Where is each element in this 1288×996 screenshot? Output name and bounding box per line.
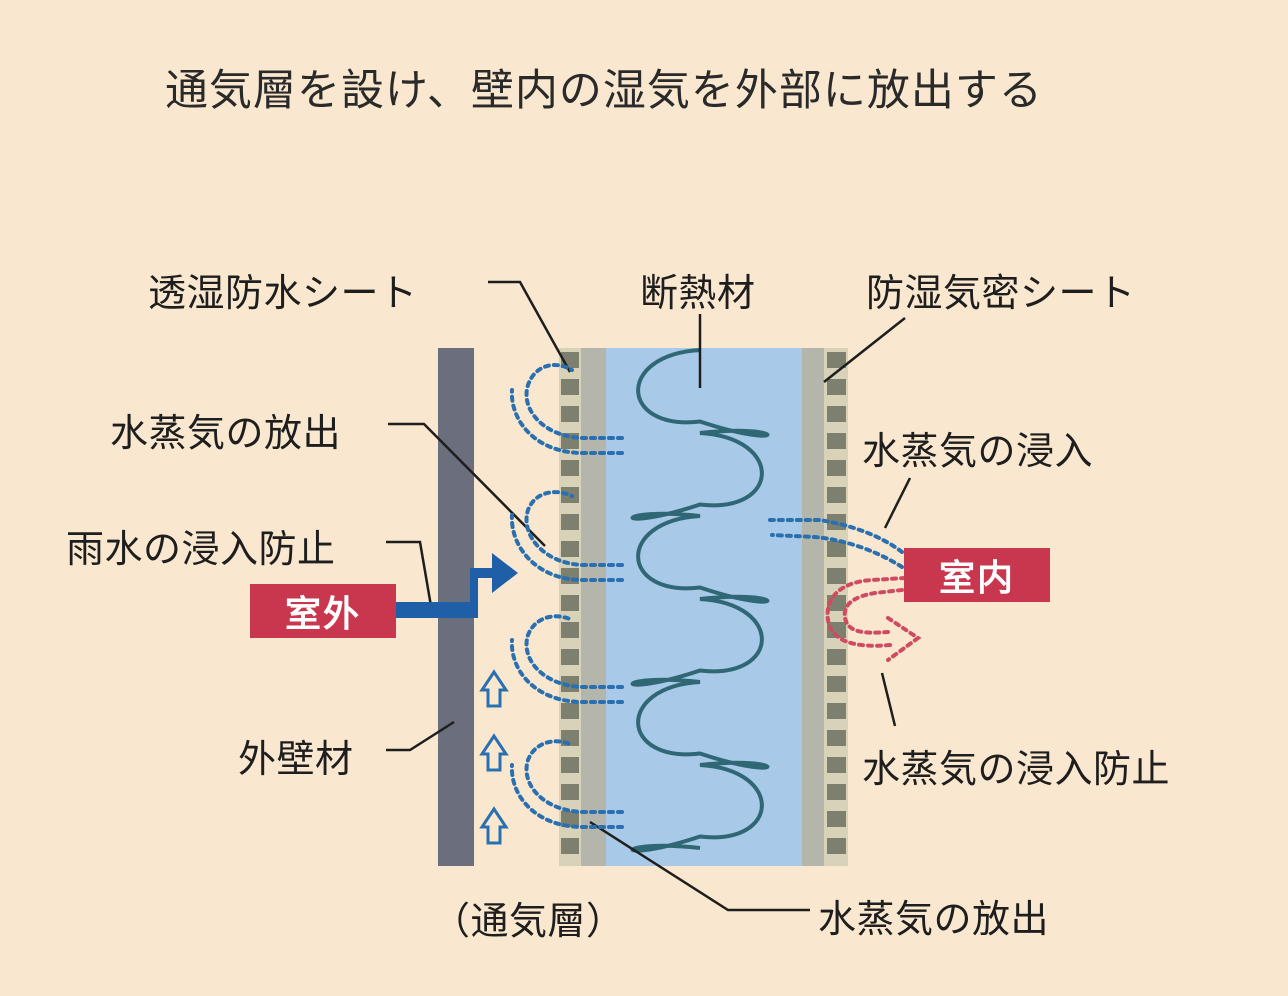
membrane-block <box>561 541 579 557</box>
membrane-block <box>827 757 846 773</box>
membrane-block <box>827 460 846 476</box>
membrane-block <box>827 352 846 368</box>
moisture-permeable-sheet <box>559 348 606 866</box>
membrane-block <box>827 487 846 503</box>
membrane-block <box>827 730 846 746</box>
exterior-tag: 室外 <box>250 584 396 638</box>
membrane-block <box>561 703 579 719</box>
membrane-block <box>561 838 579 854</box>
membrane-block <box>827 703 846 719</box>
label-vapor-entry-prevention: 水蒸気の浸入防止 <box>862 747 1171 791</box>
membrane-block <box>827 406 846 422</box>
leader-lines <box>386 280 912 912</box>
label-insulation: 断熱材 <box>640 271 756 315</box>
membrane-block <box>561 514 579 530</box>
label-vapor-release-bottom: 水蒸気の放出 <box>818 897 1050 941</box>
rain-block-arrow <box>396 553 518 618</box>
airflow-up-arrows <box>479 669 509 845</box>
membrane-block <box>827 433 846 449</box>
membrane-block <box>561 406 579 422</box>
label-vapor-barrier-sheet: 防湿気密シート <box>866 271 1136 315</box>
vapor-entry-path <box>768 518 904 569</box>
membrane-block <box>561 811 579 827</box>
label-rain-prevention: 雨水の浸入防止 <box>66 527 336 571</box>
membrane-block <box>561 784 579 800</box>
membrane-block <box>827 676 846 692</box>
diagram-title: 通気層を設け、壁内の湿気を外部に放出する <box>165 66 1043 116</box>
membrane-block <box>827 541 846 557</box>
membrane-block <box>827 811 846 827</box>
membrane-block <box>561 622 579 638</box>
membrane-block <box>561 595 579 611</box>
membrane-block <box>827 379 846 395</box>
membrane-block <box>561 460 579 476</box>
label-air-layer: （通気層） <box>432 899 625 943</box>
vapor-barrier-sheet <box>802 348 848 866</box>
label-moisture-permeable-sheet: 透湿防水シート <box>148 271 418 315</box>
membrane-block <box>827 838 846 854</box>
insulation-panel <box>606 348 802 866</box>
membrane-block <box>561 379 579 395</box>
label-vapor-release-top: 水蒸気の放出 <box>110 411 342 455</box>
membrane-block <box>561 649 579 665</box>
vapor-prevention-loop <box>825 576 922 662</box>
membrane-block <box>827 649 846 665</box>
membrane-block <box>827 784 846 800</box>
interior-tag: 室内 <box>904 548 1050 602</box>
vapor-release-loops <box>509 363 624 829</box>
insulation-coil <box>630 348 770 853</box>
label-vapor-entry: 水蒸気の浸入 <box>862 429 1094 473</box>
membrane-block <box>561 757 579 773</box>
label-exterior-wall: 外壁材 <box>238 737 354 781</box>
membrane-block <box>827 568 846 584</box>
